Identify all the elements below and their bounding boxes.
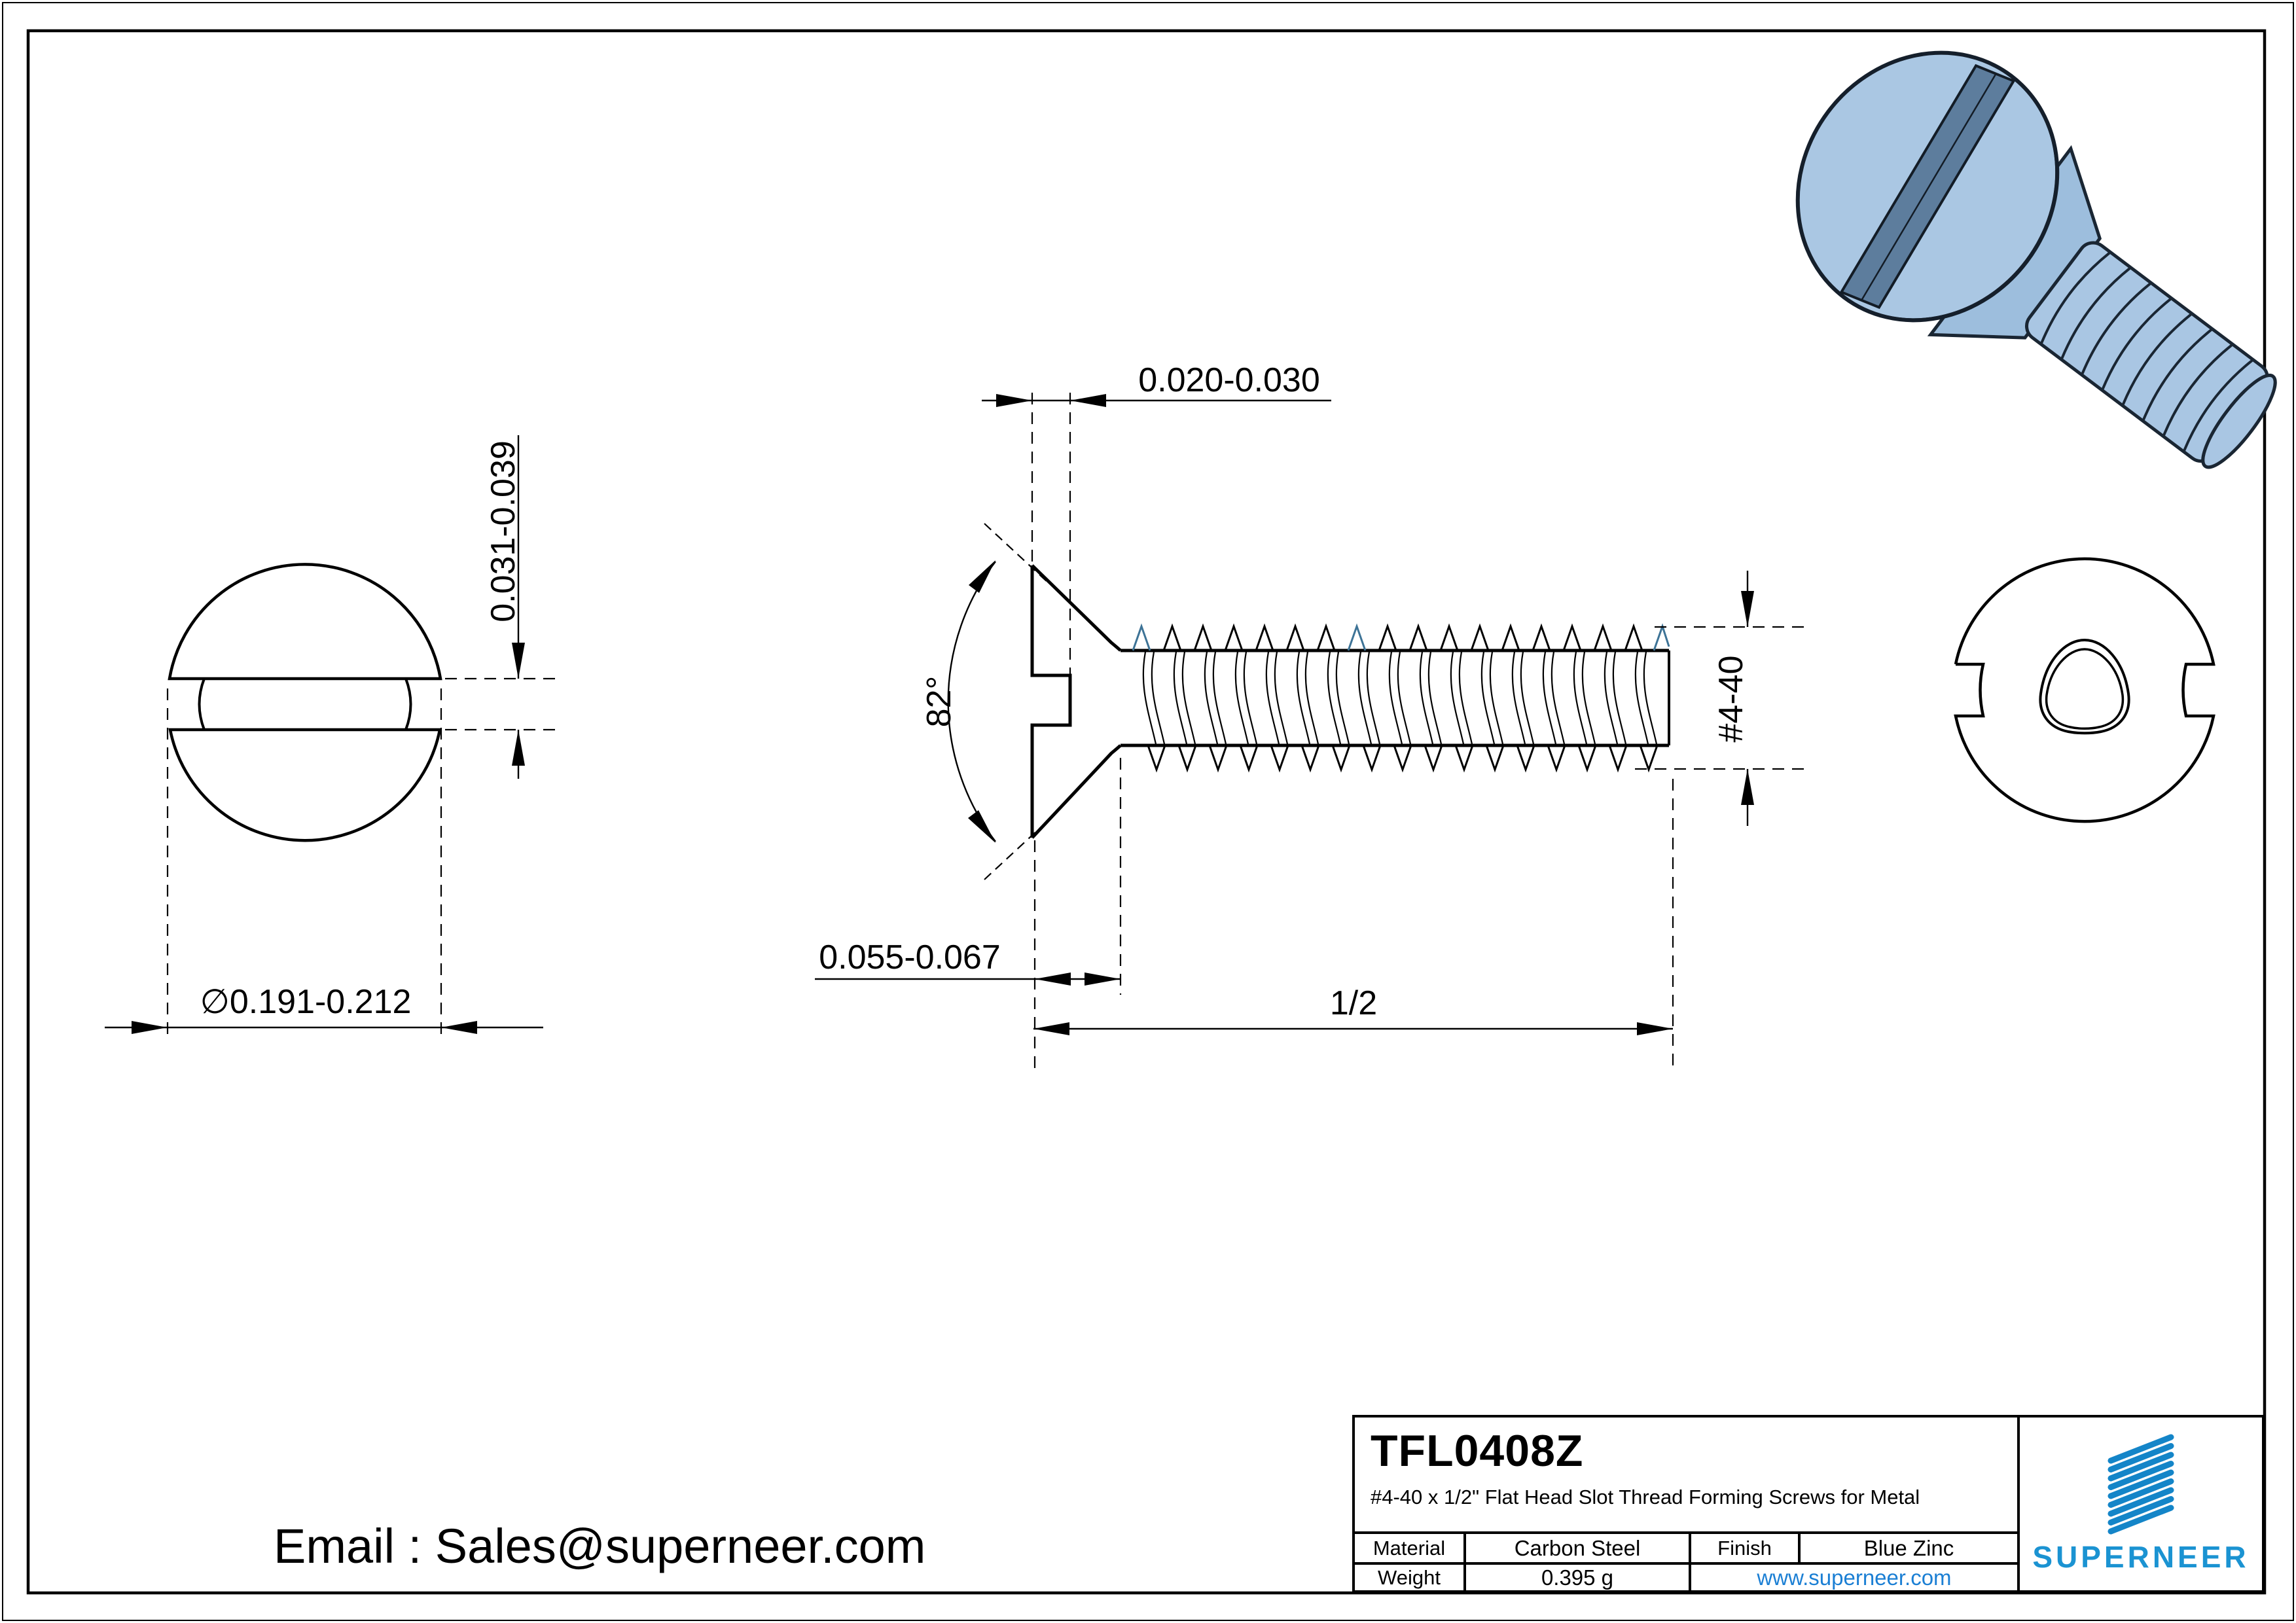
material-value: Carbon Steel (1463, 1534, 1689, 1562)
dim-slot-width: 0.020-0.030 (1138, 361, 1320, 399)
dim-length: 1/2 (1330, 984, 1377, 1022)
head-slot-line (1861, 74, 1996, 301)
part-number: TFL0408Z (1371, 1426, 1584, 1476)
side-view (815, 393, 1804, 1068)
weight-row: Weight 0.395 g www.superneer.com (1355, 1562, 2017, 1590)
title-block: TFL0408Z #4-40 x 1/2" Flat Head Slot Thr… (1352, 1415, 2265, 1593)
dim-slot-depth: 0.031-0.039 (484, 440, 522, 622)
title-block-rows: Material Carbon Steel Finish Blue Zinc W… (1355, 1531, 2017, 1590)
inner-border (26, 29, 2267, 1595)
end-view (1954, 557, 2215, 823)
thread-crests (1132, 623, 1670, 773)
finish-label: Finish (1689, 1534, 1798, 1562)
part-description: #4-40 x 1/2" Flat Head Slot Thread Formi… (1371, 1486, 1920, 1508)
contact-email: Email : Sales@superneer.com (274, 1519, 926, 1573)
screw-3d-preview (1795, 50, 2277, 469)
material-row: Material Carbon Steel Finish Blue Zinc (1355, 1531, 2017, 1562)
brand-name: SUPERNEER (2032, 1540, 2250, 1574)
material-label: Material (1372, 1536, 1446, 1560)
brand-cell: SUPERNEER (2017, 1418, 2262, 1590)
trilobe-inner (2045, 648, 2125, 730)
head-outline-with-slot-notches (1954, 557, 2215, 823)
trilobe-outer (2039, 638, 2130, 735)
dim-head-angle: 82° (920, 676, 958, 728)
weight-value: 0.395 g (1463, 1565, 1689, 1590)
screw-tip (2201, 373, 2277, 469)
head-slot (1839, 63, 2016, 310)
weight-label: Weight (1378, 1565, 1441, 1589)
dim-thread-size: #4-40 (1712, 656, 1750, 743)
finish-value: Blue Zinc (1798, 1534, 2017, 1562)
website-link[interactable]: www.superneer.com (1689, 1565, 2017, 1590)
dim-head-diameter: ∅0.191-0.212 (200, 983, 412, 1021)
thread-helix-lines (1142, 651, 1658, 745)
title-block-header: TFL0408Z #4-40 x 1/2" Flat Head Slot Thr… (1355, 1418, 2017, 1531)
front-view (105, 435, 560, 1042)
dim-head-height: 0.055-0.067 (819, 938, 1001, 976)
superneer-logo (2108, 1434, 2174, 1535)
head-rim (1863, 90, 2059, 322)
